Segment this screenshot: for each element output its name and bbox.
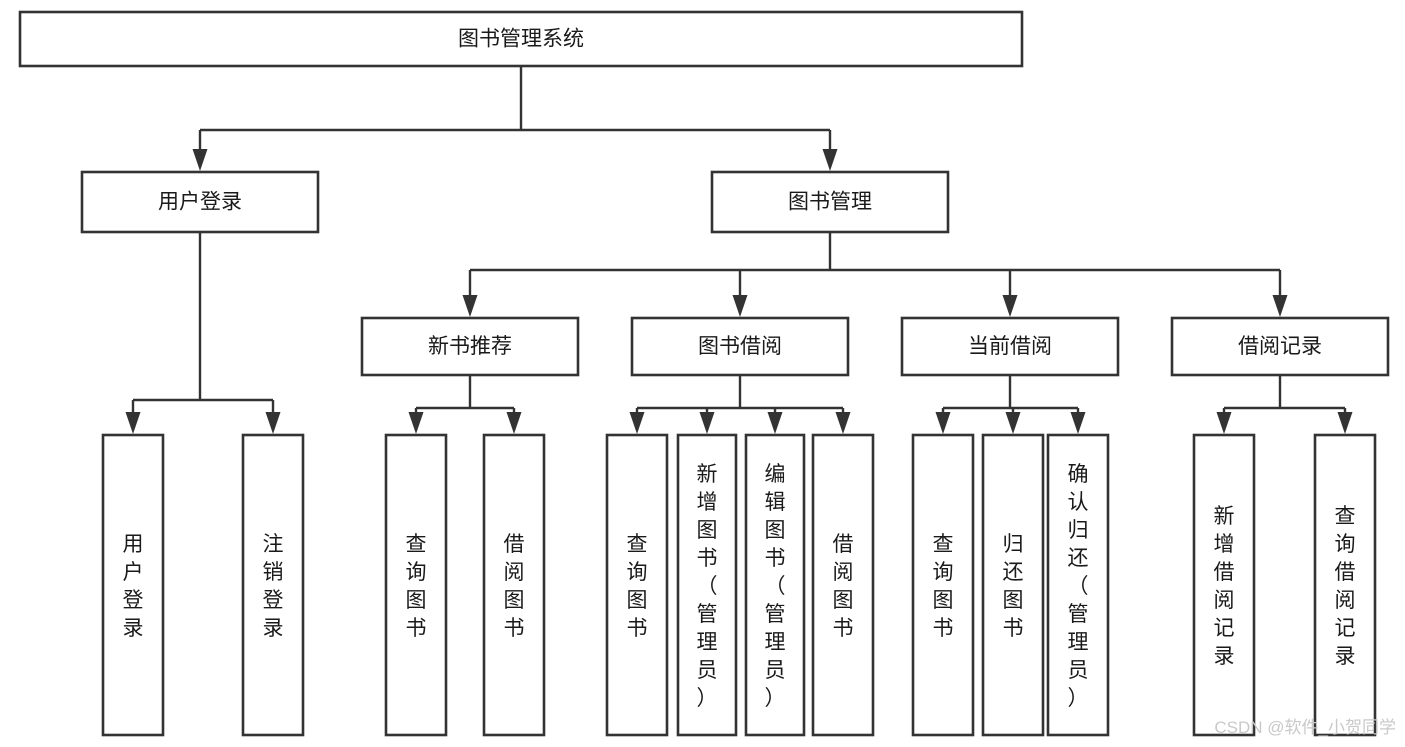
connector-group-newbook — [408, 375, 522, 434]
node-box-newbook[interactable] — [360, 316, 580, 377]
node-box-leaf-query-book-2[interactable] — [605, 433, 669, 737]
node-label-records: 借阅记录 — [1238, 335, 1322, 358]
node-label-newbook: 新书推荐 — [428, 335, 512, 358]
connector-group-bookmgmt — [462, 232, 1288, 317]
node-box-leaf-add-record[interactable] — [1192, 433, 1256, 737]
watermark-label: CSDN @软件_小贺同学 — [1214, 718, 1396, 737]
node-leaf-query-book-1[interactable]: 查询图书 — [384, 433, 448, 737]
node-leaf-edit-book[interactable]: 编辑图书（管理员） — [744, 433, 806, 737]
node-label-leaf-user-login: 用户登录 — [123, 533, 144, 640]
node-box-borrow[interactable] — [630, 316, 850, 377]
connector-group-root — [192, 66, 838, 171]
node-box-current[interactable] — [900, 316, 1120, 377]
node-label-current: 当前借阅 — [968, 335, 1052, 358]
node-box-leaf-user-login[interactable] — [101, 433, 165, 737]
node-box-leaf-user-logout[interactable] — [241, 433, 305, 737]
node-leaf-add-record[interactable]: 新增借阅记录 — [1192, 433, 1256, 737]
node-label-leaf-query-book-1: 查询图书 — [406, 533, 427, 640]
node-label-login: 用户登录 — [158, 191, 242, 214]
node-box-leaf-borrow-book-1[interactable] — [482, 433, 546, 737]
node-label-leaf-user-logout: 注销登录 — [263, 533, 284, 640]
node-box-leaf-query-record[interactable] — [1313, 433, 1377, 737]
node-leaf-query-book-2[interactable]: 查询图书 — [605, 433, 669, 737]
node-login[interactable]: 用户登录 — [80, 170, 320, 234]
node-bookmgmt[interactable]: 图书管理 — [710, 170, 950, 234]
node-leaf-add-book[interactable]: 新增图书（管理员） — [676, 433, 738, 737]
node-newbook[interactable]: 新书推荐 — [360, 316, 580, 377]
node-label-root: 图书管理系统 — [458, 28, 584, 51]
node-root[interactable]: 图书管理系统 — [18, 10, 1024, 68]
connector-group-borrow — [629, 375, 851, 434]
node-box-bookmgmt[interactable] — [710, 170, 950, 234]
node-label-leaf-edit-book: 编辑图书（管理员） — [765, 463, 786, 710]
node-box-root[interactable] — [18, 10, 1024, 68]
node-leaf-confirm-return[interactable]: 确认归还（管理员） — [1046, 433, 1110, 737]
node-layer: 图书管理系统用户登录图书管理新书推荐图书借阅当前借阅借阅记录用户登录注销登录查询… — [18, 10, 1390, 737]
node-label-leaf-query-book-2: 查询图书 — [627, 533, 648, 640]
node-leaf-user-login[interactable]: 用户登录 — [101, 433, 165, 737]
node-label-leaf-confirm-return: 确认归还（管理员） — [1068, 463, 1089, 710]
node-box-leaf-query-book-1[interactable] — [384, 433, 448, 737]
node-leaf-borrow-book-2[interactable]: 借阅图书 — [811, 433, 875, 737]
node-current[interactable]: 当前借阅 — [900, 316, 1120, 377]
node-box-leaf-borrow-book-2[interactable] — [811, 433, 875, 737]
node-box-leaf-confirm-return[interactable] — [1046, 433, 1110, 737]
node-leaf-query-record[interactable]: 查询借阅记录 — [1313, 433, 1377, 737]
connector-layer — [125, 66, 1353, 434]
node-label-leaf-query-book-3: 查询图书 — [933, 533, 954, 640]
node-box-records[interactable] — [1170, 316, 1390, 377]
node-label-leaf-add-record: 新增借阅记录 — [1214, 505, 1235, 668]
node-label-borrow: 图书借阅 — [698, 335, 782, 358]
node-label-leaf-borrow-book-2: 借阅图书 — [833, 533, 854, 640]
node-leaf-borrow-book-1[interactable]: 借阅图书 — [482, 433, 546, 737]
node-box-leaf-query-book-3[interactable] — [911, 433, 975, 737]
node-label-leaf-return-book: 归还图书 — [1003, 533, 1024, 640]
node-leaf-user-logout[interactable]: 注销登录 — [241, 433, 305, 737]
connector-group-records — [1216, 375, 1353, 434]
node-box-login[interactable] — [80, 170, 320, 234]
node-label-bookmgmt: 图书管理 — [788, 191, 872, 214]
node-label-leaf-add-book: 新增图书（管理员） — [697, 463, 718, 710]
node-box-leaf-return-book[interactable] — [981, 433, 1045, 737]
node-label-leaf-borrow-book-1: 借阅图书 — [504, 533, 525, 640]
node-leaf-return-book[interactable]: 归还图书 — [981, 433, 1045, 737]
connector-group-current — [935, 375, 1086, 434]
node-box-leaf-edit-book[interactable] — [744, 433, 806, 737]
node-borrow[interactable]: 图书借阅 — [630, 316, 850, 377]
node-label-leaf-query-record: 查询借阅记录 — [1335, 505, 1356, 668]
node-box-leaf-add-book[interactable] — [676, 433, 738, 737]
connector-group-login — [125, 232, 281, 434]
node-records[interactable]: 借阅记录 — [1170, 316, 1390, 377]
node-leaf-query-book-3[interactable]: 查询图书 — [911, 433, 975, 737]
